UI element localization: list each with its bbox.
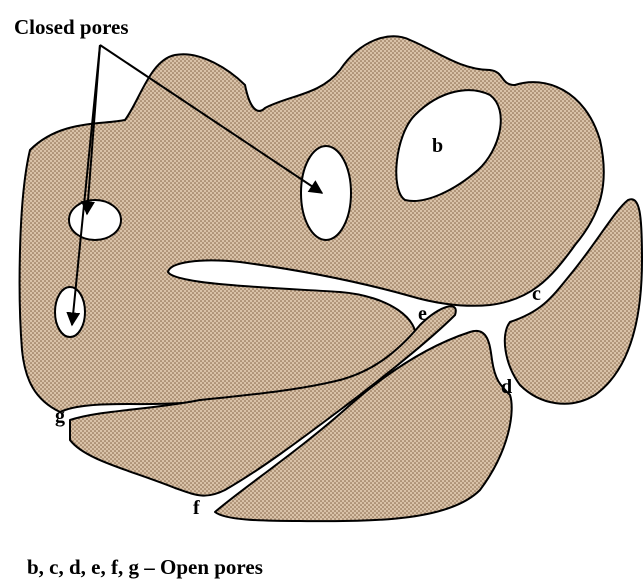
label-f: f xyxy=(193,497,200,519)
closed-pore-3 xyxy=(55,287,85,337)
label-b: b xyxy=(432,135,443,157)
closed-pores-title: Closed pores xyxy=(14,15,129,39)
open-pores-caption: b, c, d, e, f, g – Open pores xyxy=(27,555,263,579)
label-c: c xyxy=(532,283,541,305)
label-g: g xyxy=(55,405,65,427)
label-e: e xyxy=(418,303,427,325)
label-d: d xyxy=(501,376,512,398)
closed-pore-2 xyxy=(69,200,121,240)
closed-pore-1 xyxy=(301,146,351,240)
